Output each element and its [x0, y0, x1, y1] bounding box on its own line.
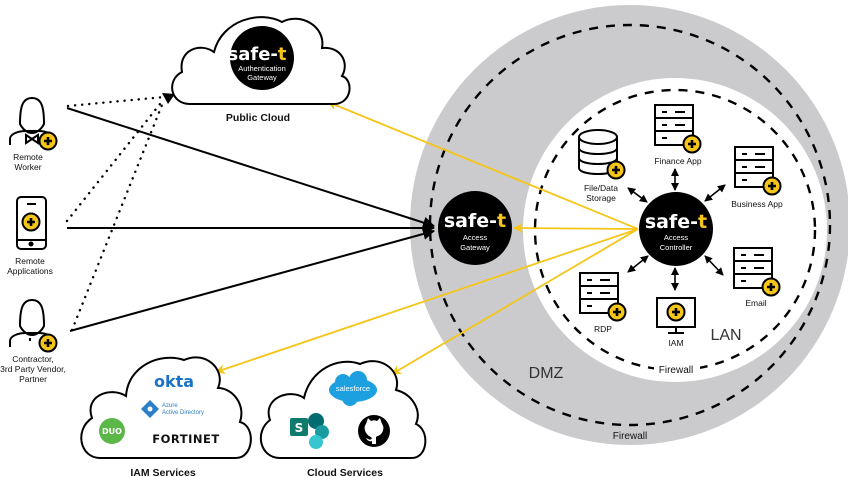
auth-gateway-node[interactable]: [230, 26, 294, 90]
lan-firewall-boundary: [533, 88, 817, 372]
auth-arrowhead: [162, 93, 175, 104]
svg-text:3rd Party Vendor,: 3rd Party Vendor,: [0, 364, 66, 374]
link-to-cloud-services: [391, 228, 639, 375]
resource-file-data-storage[interactable]: File/Data Storage: [578, 129, 626, 203]
dmz-firewall-boundary: [428, 23, 832, 427]
svg-text:RDP: RDP: [594, 324, 612, 334]
duo-logo: DUO: [99, 418, 125, 444]
svg-text:Applications: Applications: [7, 266, 53, 276]
dmz-label: DMZ: [529, 365, 564, 382]
fortinet-logo: FORTINET: [152, 432, 219, 446]
svg-text:Contractor,: Contractor,: [12, 354, 54, 364]
svg-text:salesforce: salesforce: [336, 384, 370, 393]
lan-label: LAN: [710, 327, 741, 344]
svg-text:Active Directory: Active Directory: [162, 410, 204, 416]
access-controller-line2: Controller: [660, 243, 693, 252]
user-remote-applications[interactable]: Remote Applications: [7, 196, 53, 276]
svg-text:Worker: Worker: [14, 162, 41, 172]
github-logo: [358, 415, 390, 447]
resource-rdp[interactable]: RDP: [579, 272, 627, 334]
resource-business-app[interactable]: Business App: [731, 146, 783, 209]
cloud-services-cloud[interactable]: salesforce S Cloud Services: [260, 360, 427, 477]
public-cloud: safe-t Authentication Gateway Public Clo…: [171, 16, 351, 124]
access-gateway-line1: Access: [463, 233, 487, 242]
outer-firewall-label: Firewall: [613, 431, 647, 442]
svg-text:Remote: Remote: [15, 256, 45, 266]
auth-gateway-line2: Gateway: [247, 73, 277, 82]
lan-arrows: [627, 168, 726, 291]
svg-text:File/Data: File/Data: [584, 183, 618, 193]
user-contractor[interactable]: Contractor, 3rd Party Vendor, Partner: [0, 298, 66, 384]
inner-firewall-label: Firewall: [659, 365, 693, 376]
resource-email[interactable]: Email: [733, 247, 781, 308]
svg-text:Storage: Storage: [586, 193, 616, 203]
user-connections: [66, 107, 435, 332]
svg-text:Email: Email: [745, 298, 766, 308]
user-remote-worker[interactable]: Remote Worker: [9, 96, 58, 172]
svg-text:Finance App: Finance App: [654, 156, 702, 166]
svg-text:Partner: Partner: [19, 374, 47, 384]
access-gateway[interactable]: safe-t Access Gateway: [438, 191, 512, 265]
user-auth-connections: [65, 95, 166, 332]
auth-gateway-line1: Authentication: [238, 64, 286, 73]
svg-text:IAM: IAM: [668, 338, 683, 348]
cloud-services-label: Cloud Services: [307, 467, 383, 477]
access-controller[interactable]: safe-t Access Controller: [639, 192, 713, 266]
link-to-iam-services: [215, 228, 639, 374]
link-to-auth-gateway: [327, 100, 639, 230]
resource-iam[interactable]: IAM: [656, 297, 696, 348]
auth-gateway-logo: safe-t: [228, 44, 287, 65]
svg-text:Azure: Azure: [162, 403, 178, 409]
iam-services-cloud[interactable]: okta Azure Active Directory DUO FORTINET…: [80, 356, 252, 477]
access-controller-logo: safe-t: [645, 211, 707, 233]
iam-services-label: IAM Services: [130, 467, 196, 477]
controller-connections: [215, 100, 639, 375]
okta-logo: okta: [154, 372, 194, 391]
access-controller-line1: Access: [664, 233, 688, 242]
resource-finance-app[interactable]: Finance App: [654, 104, 702, 166]
svg-text:DUO: DUO: [102, 427, 122, 436]
salesforce-logo: salesforce: [329, 371, 377, 406]
access-gateway-line2: Gateway: [460, 243, 490, 252]
azure-ad-logo: Azure Active Directory: [141, 400, 204, 418]
svg-text:S: S: [295, 421, 304, 435]
public-cloud-label: Public Cloud: [226, 112, 290, 124]
access-gateway-logo: safe-t: [444, 210, 506, 232]
link-to-access-gateway: [513, 223, 639, 234]
svg-text:Business App: Business App: [731, 199, 783, 209]
svg-text:Remote: Remote: [13, 152, 43, 162]
sharepoint-logo: S: [290, 413, 329, 449]
